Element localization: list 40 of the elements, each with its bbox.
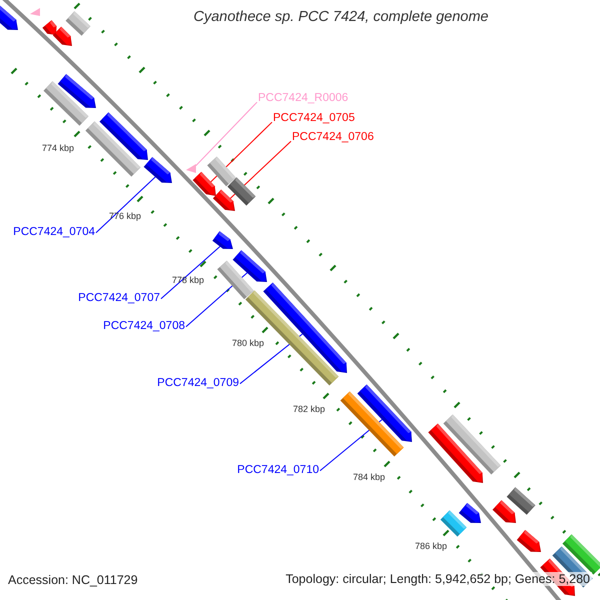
genome-info-text: Topology: circular; Length: 5,942,652 bp; Genes: 5,280 xyxy=(284,572,592,586)
gene-bar xyxy=(516,530,541,552)
gene-bar xyxy=(212,190,235,211)
gene-bar xyxy=(217,260,254,300)
scale-label: 786 kbp xyxy=(415,541,448,552)
leader-line xyxy=(195,102,258,166)
gene-bar xyxy=(42,20,57,35)
leader-line xyxy=(160,246,221,300)
gene-label: PCC7424_0704 xyxy=(13,225,95,239)
gene-bar xyxy=(0,5,18,30)
gene-bar xyxy=(340,392,404,456)
leader-line xyxy=(210,122,272,182)
gene-bar xyxy=(212,231,233,249)
chart-title: Cyanothece sp. PCC 7424, complete genome xyxy=(193,9,488,25)
scale-label: 782 kbp xyxy=(293,404,326,415)
gene-label: PCC7424_0707 xyxy=(78,291,160,305)
gene-bar xyxy=(66,11,90,36)
gene-label: PCC7424_0710 xyxy=(237,463,319,477)
gene-label: PCC7424_0709 xyxy=(157,376,239,390)
scale-label: 774 kbp xyxy=(42,143,74,154)
rna-marker xyxy=(186,164,196,173)
rna-marker xyxy=(30,8,40,16)
gene-bar xyxy=(492,500,516,523)
gene-bar xyxy=(85,121,141,177)
scale-label: 780 kbp xyxy=(232,338,264,349)
gene-bar xyxy=(443,414,501,474)
gene-bar xyxy=(144,157,172,183)
gene-label: PCC7424_R0006 xyxy=(258,91,348,105)
gene-bar xyxy=(192,172,216,196)
gene-label: PCC7424_0708 xyxy=(103,319,185,333)
accession-text: Accession: NC_011729 xyxy=(8,573,138,587)
gene-bar xyxy=(440,510,467,537)
leader-line xyxy=(96,176,156,234)
gene-label: PCC7424_0705 xyxy=(273,111,355,125)
scale-label: 784 kbp xyxy=(353,472,386,483)
gene-bar xyxy=(245,290,339,386)
gene-bar xyxy=(52,26,72,46)
gene-bar xyxy=(44,81,88,126)
gene-bar xyxy=(458,503,481,523)
gene-label: PCC7424_0706 xyxy=(292,130,374,144)
